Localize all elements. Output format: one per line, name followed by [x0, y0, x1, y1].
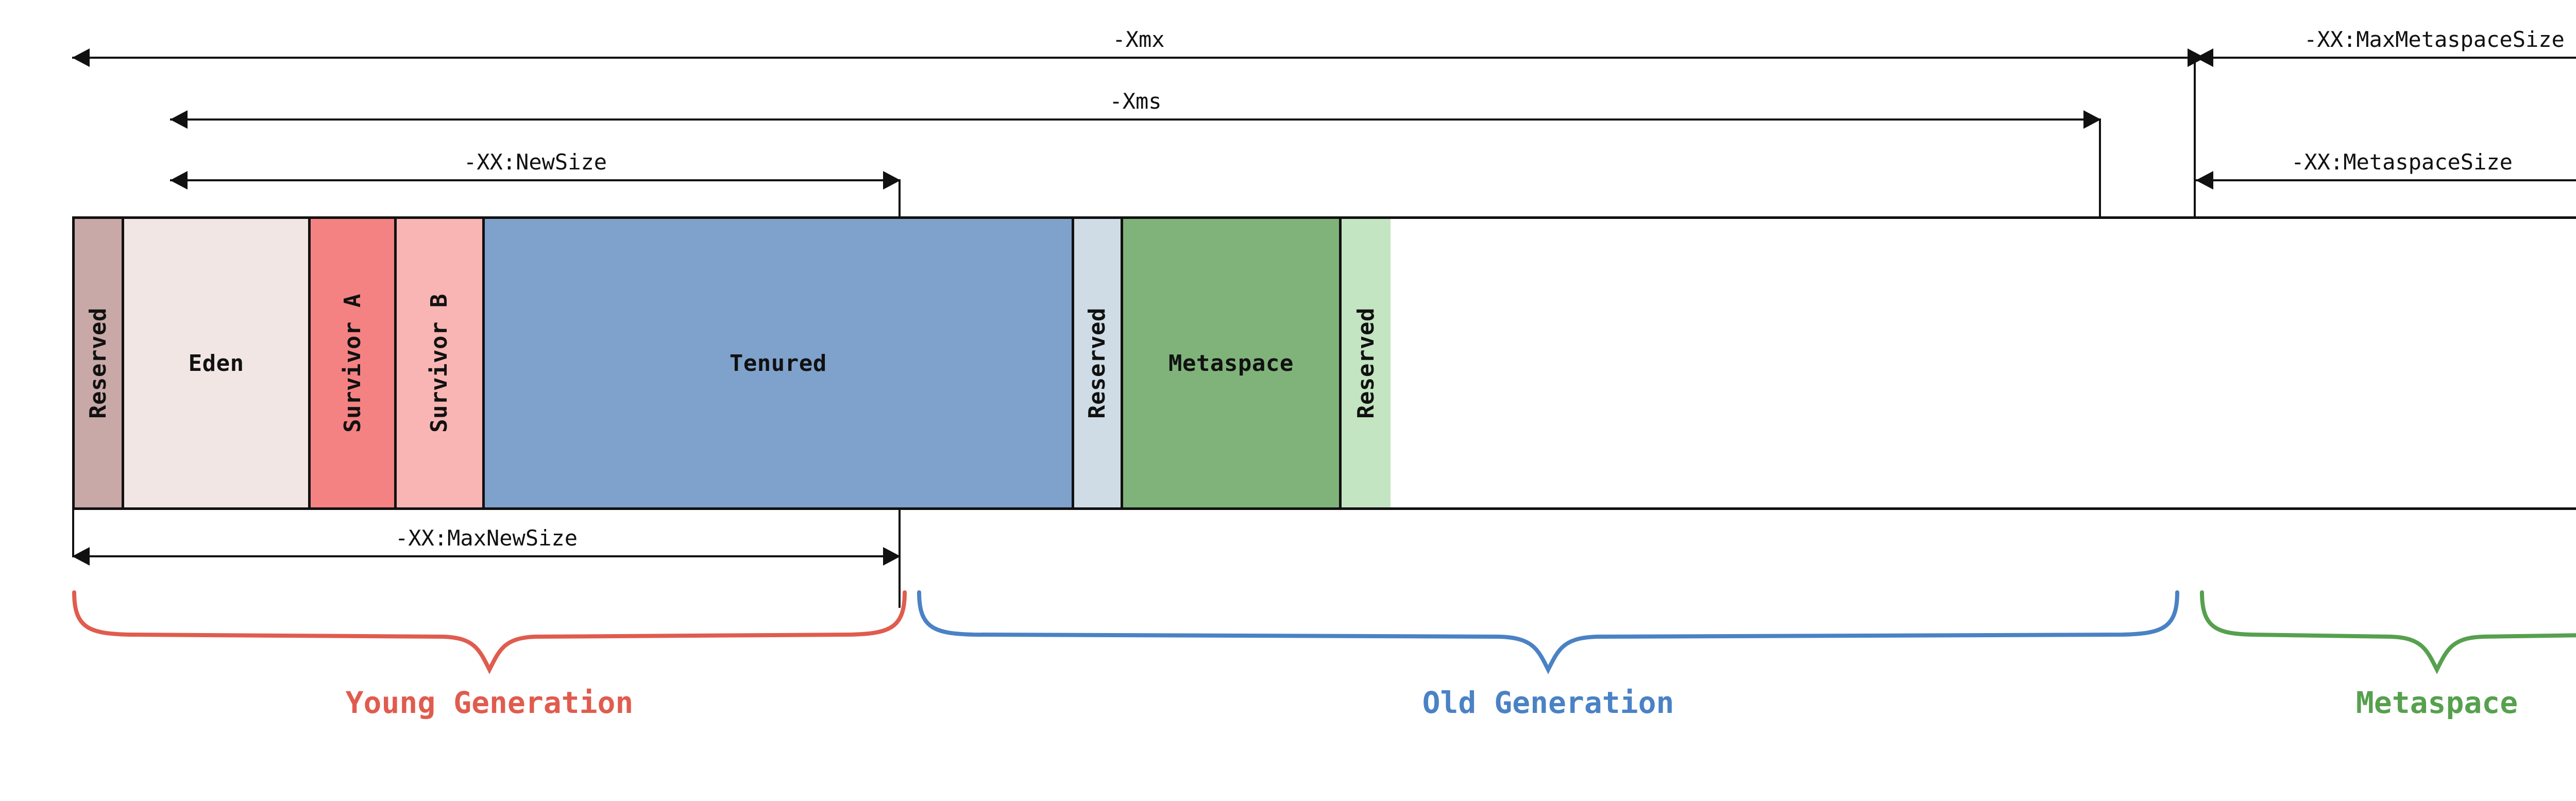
segment-metaspace[interactable]: Metaspace	[1123, 219, 1342, 507]
arrow-xms-head-right	[2083, 110, 2101, 129]
tick-young-gen-right	[899, 179, 901, 218]
arrow-new-size-line	[170, 179, 901, 181]
arrow-metaspace-size-line	[2196, 179, 2576, 181]
arrow-max-metaspace-size-line	[2196, 57, 2576, 59]
group-label-young-generation: Young Generation	[345, 685, 634, 720]
segment-reserved-metaspace[interactable]: Reserved	[1341, 219, 1391, 507]
arrow-metaspace-size-label: -XX:MetaspaceSize	[2291, 149, 2513, 175]
arrow-xmx-head-left	[72, 48, 90, 67]
segment-tenured[interactable]: Tenured	[484, 219, 1074, 507]
arrow-xms-line	[170, 118, 2101, 121]
arrow-max-metaspace-size-label: -XX:MaxMetaspaceSize	[2304, 27, 2565, 52]
arrow-new-size-head-right	[883, 171, 901, 190]
arrow-xmx-label: -Xmx	[1112, 27, 1165, 52]
arrow-max-new-size-line	[72, 555, 901, 557]
arrow-max-new-size-label: -XX:MaxNewSize	[395, 525, 578, 551]
arrow-new-size-head-left	[170, 171, 188, 190]
segment-survivor-a-label: Survivor A	[339, 294, 366, 433]
arrow-max-metaspace-size-head-left	[2196, 48, 2213, 67]
arrow-xmx-line	[72, 57, 2205, 59]
segment-survivor-b-label: Survivor B	[426, 294, 453, 433]
segment-reserved-old-label: Reserved	[1084, 308, 1111, 419]
segment-reserved-metaspace-label: Reserved	[1352, 308, 1379, 419]
group-label-metaspace: Metaspace	[2355, 685, 2518, 720]
memory-bar: Reserved Eden Survivor A Survivor B Tenu…	[72, 216, 2576, 510]
segment-reserved-young-label: Reserved	[84, 308, 111, 419]
arrow-xms-head-left	[170, 110, 188, 129]
tick-metaspace-left	[2194, 57, 2196, 218]
segment-survivor-a[interactable]: Survivor A	[311, 219, 397, 507]
segment-metaspace-label: Metaspace	[1168, 350, 1294, 377]
segment-reserved-young[interactable]: Reserved	[75, 219, 124, 507]
arrow-metaspace-size-head-left	[2196, 171, 2213, 190]
segment-eden[interactable]: Eden	[124, 219, 311, 507]
tick-max-new-size-left	[72, 510, 74, 556]
segment-survivor-b[interactable]: Survivor B	[396, 219, 485, 507]
arrow-xms-label: -Xms	[1109, 89, 1162, 114]
brace-young-generation	[72, 590, 907, 674]
group-label-old-generation: Old Generation	[1422, 685, 1674, 720]
segment-tenured-label: Tenured	[729, 350, 827, 377]
arrow-max-new-size-head-left	[72, 547, 90, 566]
tick-xms-right	[2099, 118, 2101, 218]
segment-eden-label: Eden	[188, 350, 244, 377]
arrow-max-new-size-head-right	[883, 547, 901, 566]
arrow-new-size-label: -XX:NewSize	[463, 149, 607, 175]
brace-old-generation	[917, 590, 2179, 674]
segment-reserved-old[interactable]: Reserved	[1074, 219, 1124, 507]
brace-metaspace	[2200, 590, 2576, 674]
